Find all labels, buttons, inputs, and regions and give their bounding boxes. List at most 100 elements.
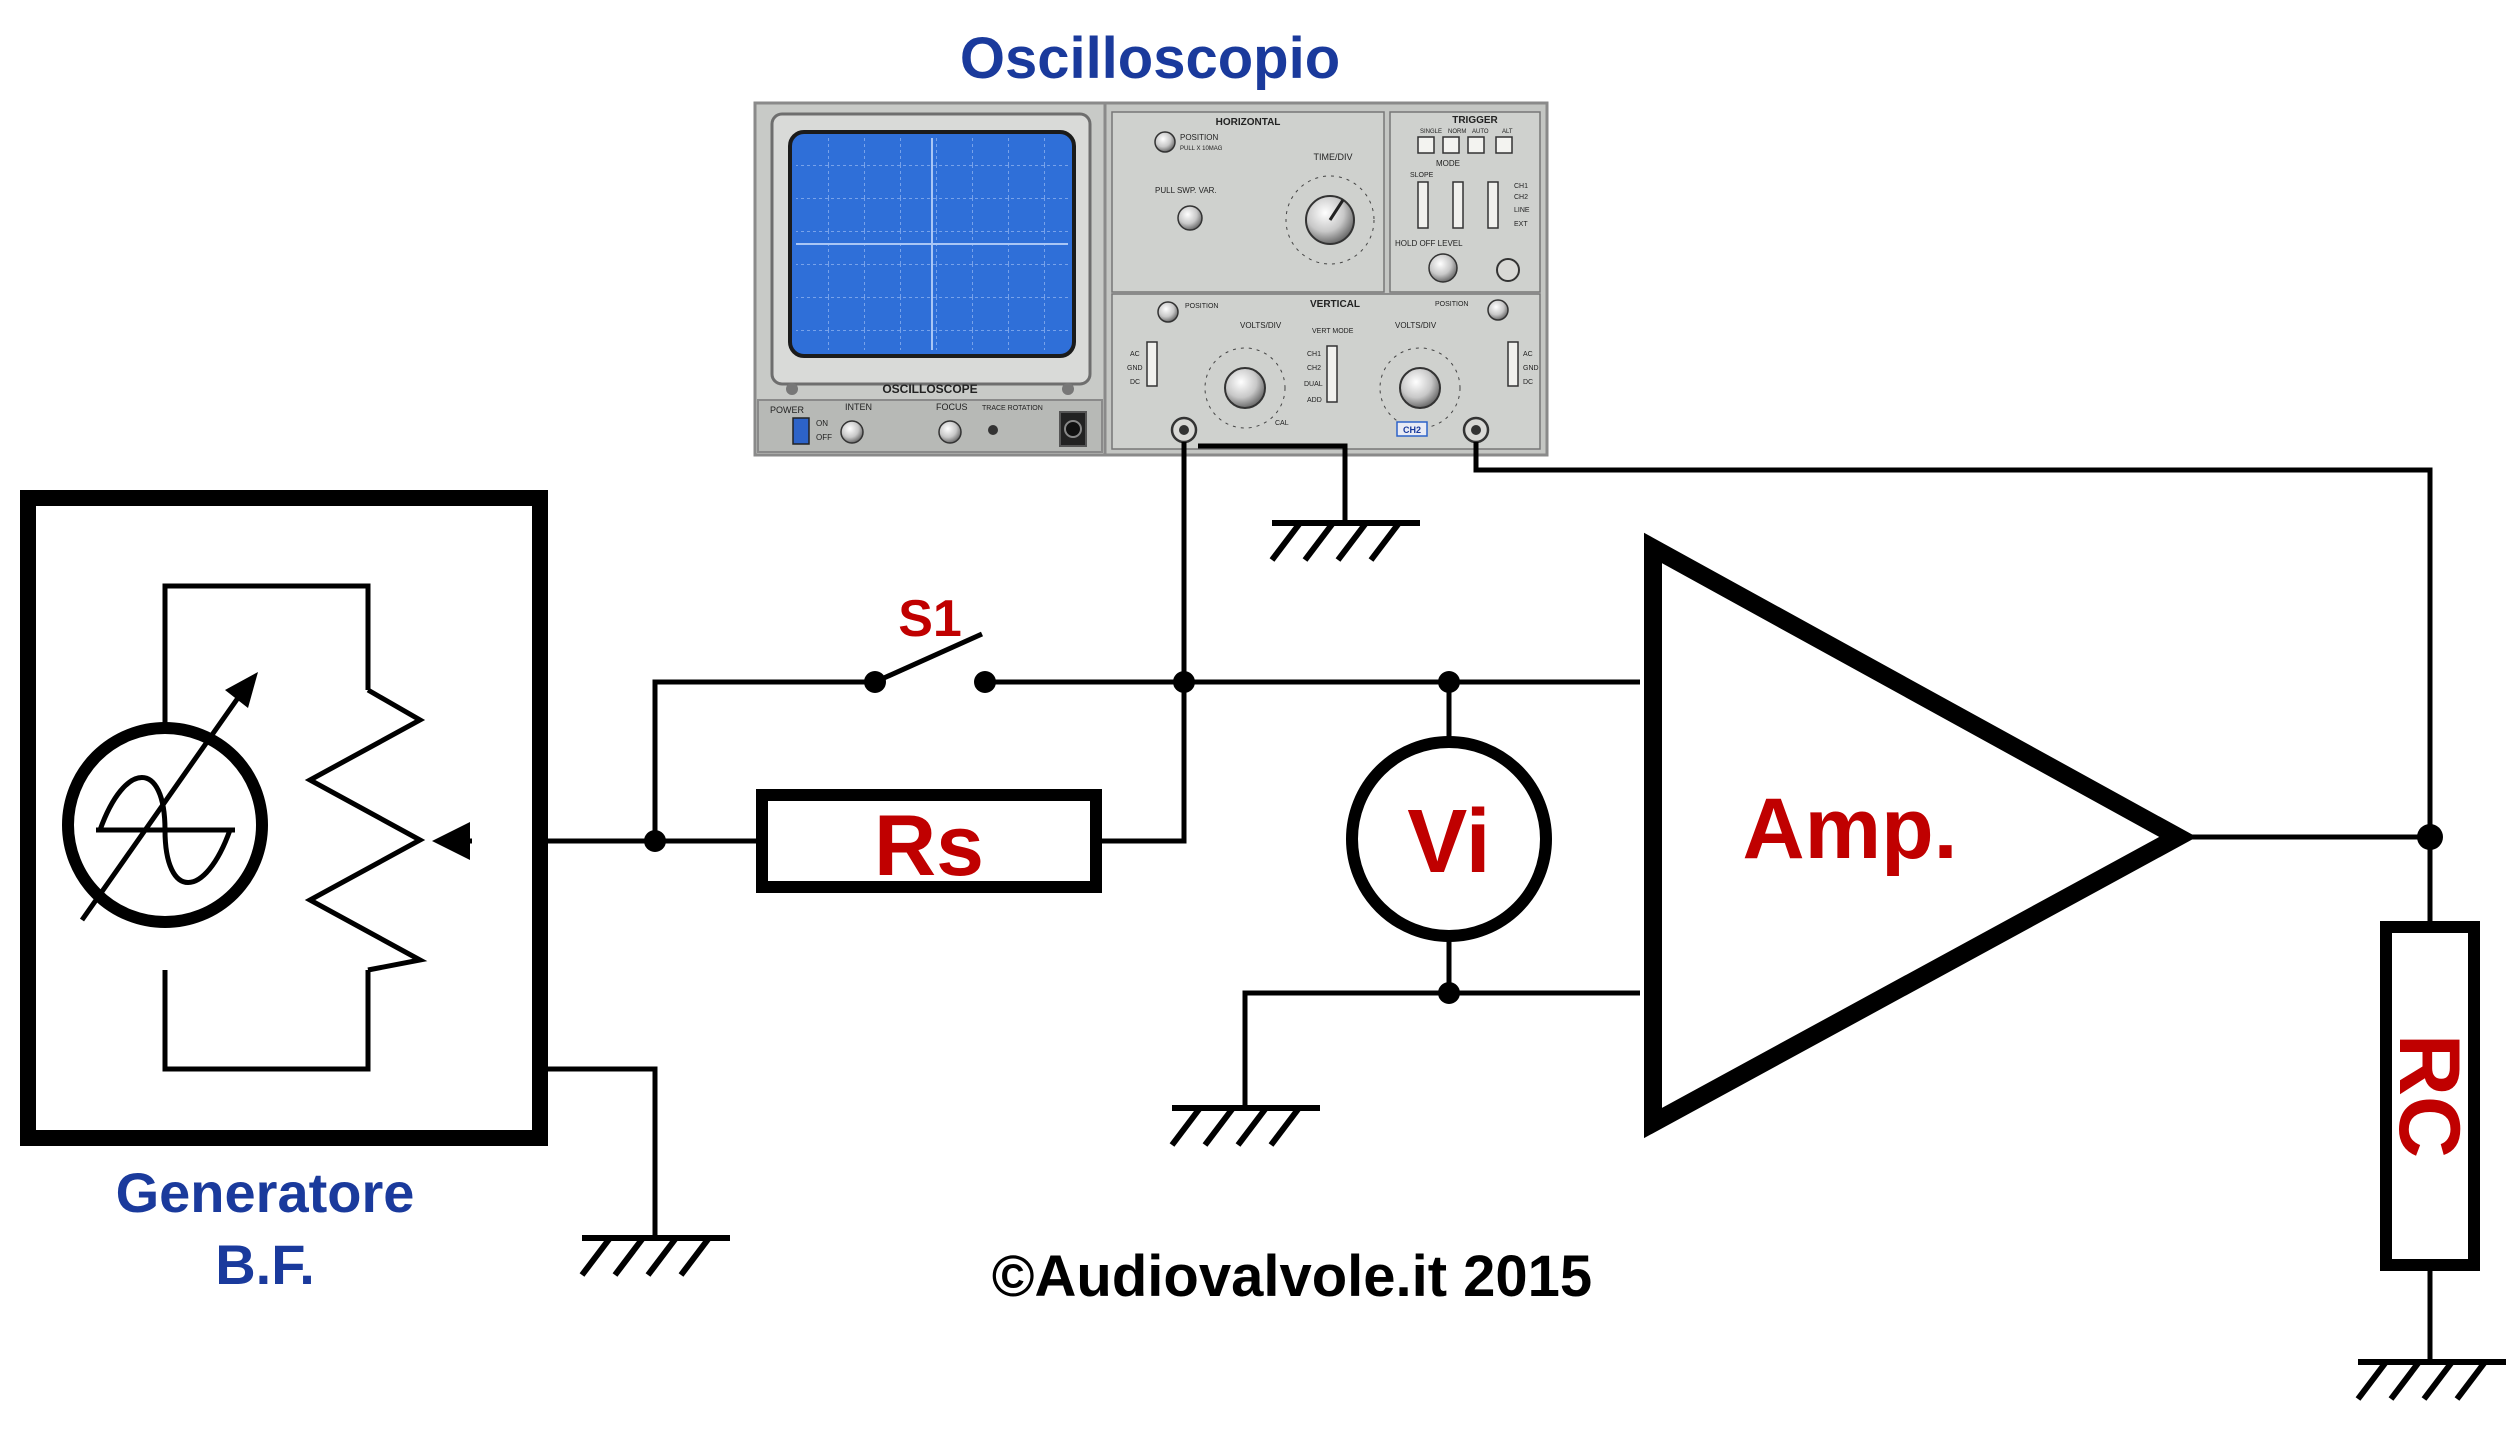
trigger-button-alt[interactable] bbox=[1495, 136, 1513, 154]
ch1-volts-div-label: VOLTS/DIV bbox=[1240, 321, 1282, 330]
potentiometer-zigzag bbox=[304, 687, 428, 973]
ch1-input-connector-core bbox=[1179, 425, 1189, 435]
vert-ch2-label: CH2 bbox=[1307, 365, 1321, 372]
trigger-button-norm[interactable] bbox=[1442, 136, 1460, 154]
mode-label: MODE bbox=[1436, 159, 1460, 168]
ground-symbols bbox=[579, 520, 2506, 1401]
wire-vi-bottom bbox=[1446, 935, 1640, 996]
ch1-cal-label: CAL bbox=[1275, 420, 1289, 427]
wire-ch1-ground bbox=[1198, 443, 1348, 523]
ch1-trigger-label: CH1 bbox=[1514, 183, 1528, 190]
on-label: ON bbox=[816, 419, 828, 428]
voltmeter-vi: Vi bbox=[1346, 736, 1552, 942]
resistor-rs-body bbox=[756, 789, 1102, 893]
off-label: OFF bbox=[816, 433, 832, 442]
ext-trigger-connector[interactable] bbox=[1496, 258, 1520, 282]
ch2-position-label: POSITION bbox=[1435, 301, 1468, 308]
ch2-position-knob[interactable] bbox=[1487, 299, 1509, 321]
voltmeter-circle bbox=[1346, 736, 1552, 942]
ground-symbol-scope bbox=[1269, 520, 1420, 562]
wire-vi-ground bbox=[1242, 990, 1449, 1108]
screen-label: OSCILLOSCOPE bbox=[882, 382, 977, 396]
ch1-volts-div-dial bbox=[1204, 347, 1286, 429]
generator-label-line2: B.F. bbox=[215, 1233, 315, 1296]
trigger-label: TRIGGER bbox=[1452, 115, 1498, 126]
generator-bf: Generatore B.F. bbox=[20, 490, 548, 1296]
ch2-dc-label: DC bbox=[1523, 379, 1533, 386]
cal-terminal-hole bbox=[1064, 420, 1082, 438]
pull-swp-var-label: PULL SWP. VAR. bbox=[1155, 186, 1217, 195]
junction-dot bbox=[644, 830, 666, 852]
focus-label: FOCUS bbox=[936, 402, 968, 412]
wire-switch-left bbox=[652, 679, 875, 841]
junction-dot bbox=[1438, 982, 1460, 1004]
load-rc: RC bbox=[2380, 921, 2480, 1271]
h-position-knob[interactable] bbox=[1154, 131, 1176, 153]
ch1-volts-div-knob[interactable] bbox=[1224, 367, 1266, 409]
coupling-switch[interactable] bbox=[1452, 181, 1464, 229]
ch2-volts-div-label: VOLTS/DIV bbox=[1395, 321, 1437, 330]
vert-mode-label: VERT MODE bbox=[1312, 328, 1354, 335]
single-label: SINGLE bbox=[1420, 129, 1442, 135]
time-div-pointer bbox=[1328, 199, 1345, 221]
h-position-label: POSITION bbox=[1180, 133, 1218, 142]
ch1-coupling-switch[interactable] bbox=[1146, 341, 1158, 387]
ch1-gnd-label: GND bbox=[1127, 365, 1143, 372]
level-knob[interactable] bbox=[1428, 253, 1458, 283]
generator-inner-wire bbox=[162, 583, 371, 1072]
screw bbox=[1062, 383, 1074, 395]
ch1-position-knob[interactable] bbox=[1157, 301, 1179, 323]
ch2-volts-div-knob[interactable] bbox=[1399, 367, 1441, 409]
copyright-text: ©Audiovalvole.it 2015 bbox=[992, 1244, 1592, 1309]
ch2-label-box bbox=[1396, 421, 1428, 437]
vert-ch1-label: CH1 bbox=[1307, 351, 1321, 358]
ch1-ac-label: AC bbox=[1130, 351, 1140, 358]
time-div-label: TIME/DIV bbox=[1313, 152, 1352, 162]
trigger-button-auto[interactable] bbox=[1467, 136, 1485, 154]
horizontal-label: HORIZONTAL bbox=[1216, 117, 1281, 128]
line-label: LINE bbox=[1514, 207, 1530, 214]
power-label: POWER bbox=[770, 405, 805, 415]
oscilloscope-title: Oscilloscopio bbox=[960, 26, 1340, 91]
vertical-label: VERTICAL bbox=[1310, 299, 1360, 310]
switch-contact-right bbox=[974, 671, 996, 693]
wire-ch2-probe bbox=[1473, 442, 2433, 837]
junction-dot bbox=[2417, 824, 2443, 850]
power-switch[interactable] bbox=[792, 417, 810, 445]
switch-blade bbox=[873, 631, 984, 685]
resistor-rs-label: Rs bbox=[874, 798, 984, 894]
vert-mode-switch[interactable] bbox=[1326, 345, 1338, 403]
pull-x10-label: PULL X 10MAG bbox=[1180, 146, 1223, 152]
hold-off-level-label: HOLD OFF LEVEL bbox=[1395, 239, 1463, 248]
oscilloscope: OSCILLOSCOPE POWER ON OFF INTEN FOCUS TR… bbox=[753, 101, 1549, 457]
ch1-dc-label: DC bbox=[1130, 379, 1140, 386]
load-rc-label: RC bbox=[2381, 1034, 2477, 1158]
ch1-position-label: POSITION bbox=[1185, 303, 1218, 310]
trigger-button-single[interactable] bbox=[1417, 136, 1435, 154]
alt-label: ALT bbox=[1502, 129, 1513, 135]
ch2-coupling-switch[interactable] bbox=[1507, 341, 1519, 387]
load-rc-body bbox=[2380, 921, 2480, 1271]
switch-s1: S1 bbox=[864, 590, 996, 693]
wiper-arrow-head bbox=[432, 822, 470, 860]
wire-rs-right bbox=[1096, 682, 1187, 844]
ch2-gnd-label: GND bbox=[1523, 365, 1539, 372]
intensity-knob[interactable] bbox=[840, 420, 864, 444]
generator-label-line1: Generatore bbox=[116, 1161, 415, 1224]
wire-generator-ground bbox=[535, 1066, 658, 1238]
bottom-control-strip bbox=[757, 399, 1103, 453]
sweep-var-knob[interactable] bbox=[1177, 205, 1203, 231]
amplifier: Amp. bbox=[1644, 532, 2197, 1139]
norm-label: NORM bbox=[1448, 129, 1466, 135]
source-switch[interactable] bbox=[1487, 181, 1499, 229]
voltmeter-label: Vi bbox=[1407, 792, 1490, 892]
slope-switch[interactable] bbox=[1417, 181, 1429, 229]
ch2-trigger-label: CH2 bbox=[1514, 194, 1528, 201]
slope-label: SLOPE bbox=[1410, 172, 1434, 179]
ch2-ac-label: AC bbox=[1523, 351, 1533, 358]
trace-rotation-screw[interactable] bbox=[988, 425, 998, 435]
amplifier-triangle bbox=[1644, 532, 2197, 1139]
variable-arrow-head bbox=[225, 672, 258, 708]
focus-knob[interactable] bbox=[938, 420, 962, 444]
screw bbox=[786, 383, 798, 395]
